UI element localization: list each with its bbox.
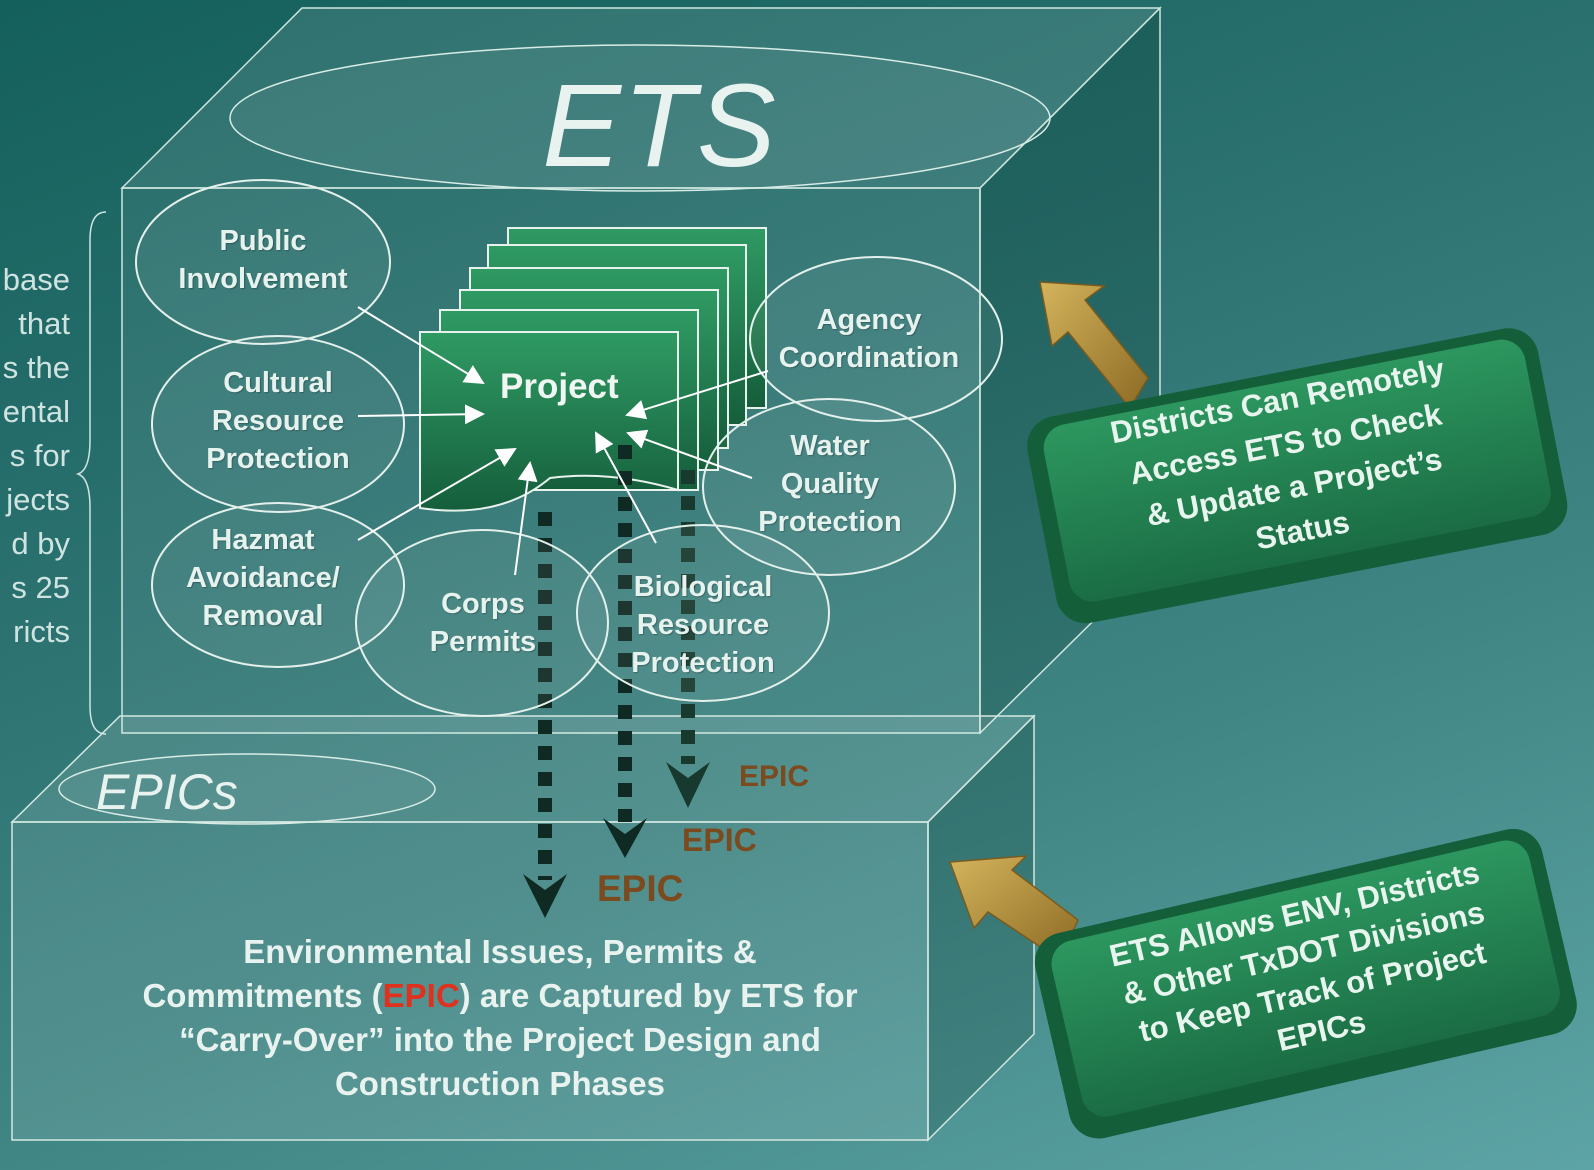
label-line: Involvement (178, 263, 348, 295)
side-line: s for (9, 438, 70, 473)
label-line: Resource (211, 405, 345, 437)
description-line: Construction Phases (334, 1065, 666, 1102)
epics-title-ellipse (58, 753, 436, 825)
label-line: Hazmat (211, 524, 315, 556)
ets-title-ellipse (229, 44, 1051, 192)
epic-label-large: EPIC (597, 868, 684, 909)
side-description-text: base that s the ental s for jects d by s… (0, 258, 70, 654)
ets-title: ETS (542, 60, 778, 192)
label-line: Cultural (223, 367, 333, 399)
label-line: Protection (206, 443, 350, 475)
side-line: that (18, 306, 70, 341)
label-line: Avoidance/ (186, 562, 340, 594)
corps-label: Corps Permits (378, 585, 588, 661)
left-brace (75, 211, 107, 735)
bubble-cultural (151, 335, 405, 513)
label-line: Corps (441, 588, 525, 620)
side-line: ental (2, 394, 70, 429)
label-line: Biological (633, 571, 773, 603)
description-line: Commitments (EPIC) are Captured by ETS f… (60, 974, 940, 1018)
side-line: s 25 (11, 570, 70, 605)
bubble-agency (749, 256, 1003, 422)
label-line: Agency (816, 304, 922, 336)
description-fragment: Commitments ( (142, 977, 383, 1014)
topic-bubbles (135, 179, 1003, 717)
callout-bottom-graphic (948, 828, 1577, 1139)
label-line: Coordination (778, 342, 960, 374)
bubble-hazmat (151, 502, 405, 668)
epic-label-medium: EPIC (682, 822, 757, 858)
side-line: s the (2, 350, 70, 385)
epics-title: EPICs (96, 764, 238, 820)
label-line: Protection (758, 506, 902, 538)
public-involvement-label: Public Involvement (158, 222, 368, 298)
bubble-public-involvement (135, 179, 391, 345)
label-line: Water (790, 430, 870, 462)
description-fragment: ) are Captured by ETS for (459, 977, 858, 1014)
epic-label-small: EPIC (739, 760, 810, 793)
bubble-corps (355, 529, 609, 717)
description-line: “Carry-Over” into the Project Design and (179, 1021, 821, 1058)
side-line: jects (6, 482, 70, 517)
side-line: base (2, 262, 70, 297)
epics-box (10, 714, 1036, 1142)
bubble-biological (576, 524, 830, 702)
label-line: Removal (202, 600, 324, 632)
epic-highlight: EPIC (382, 977, 460, 1014)
agency-label: Agency Coordination (759, 301, 979, 377)
side-line: ricts (13, 614, 70, 649)
epic-flow-arrows (523, 445, 710, 918)
epic-description: Environmental Issues, Permits & Commitme… (60, 930, 940, 1106)
water-label: Water Quality Protection (725, 427, 935, 541)
project-label: Project (500, 367, 619, 406)
callout-top-graphic (1027, 281, 1568, 624)
bubble-water (702, 398, 956, 576)
label-line: Quality (780, 468, 880, 500)
hazmat-label: Hazmat Avoidance/ Removal (158, 521, 368, 635)
label-line: Permits (429, 626, 537, 658)
biological-label: Biological Resource Protection (598, 568, 808, 682)
label-line: Public (219, 225, 307, 257)
cultural-label: Cultural Resource Protection (173, 364, 383, 478)
description-line: Environmental Issues, Permits & (243, 933, 757, 970)
label-line: Resource (636, 609, 770, 641)
side-line: d by (11, 526, 70, 561)
label-line: Protection (631, 647, 775, 679)
connector-arrows (357, 306, 769, 576)
